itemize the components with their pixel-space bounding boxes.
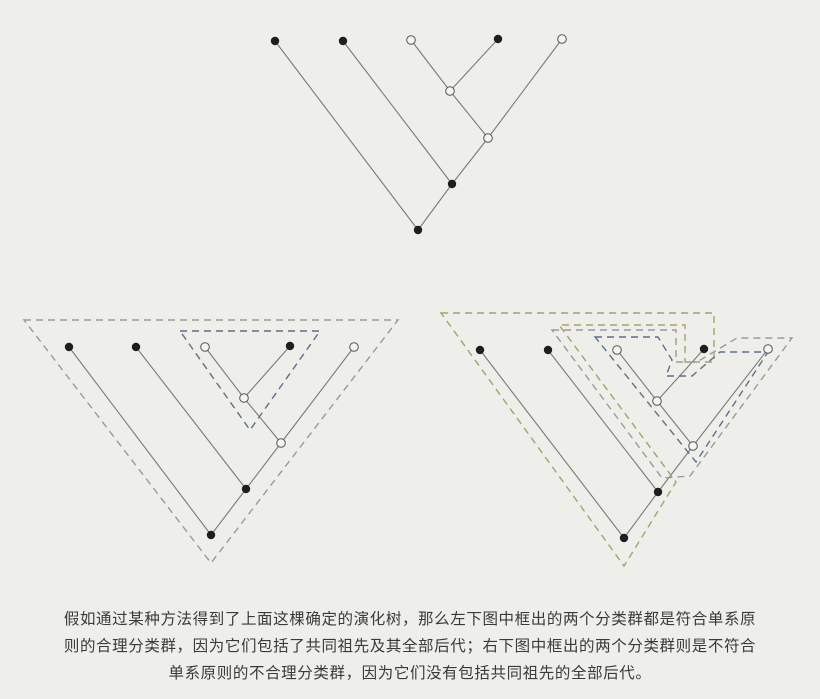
filled-node: [699, 344, 709, 354]
polyphyletic-box-inner: [593, 336, 770, 464]
branch: [245, 442, 282, 490]
filled-node: [270, 36, 280, 46]
branch: [616, 349, 658, 402]
left-tree-nodes: [64, 341, 359, 540]
hollow-node: [763, 344, 773, 354]
paraphyletic-box: [439, 312, 715, 568]
caption-line: 单系原则的不合理分类群，因为它们没有包括共同祖先的全部后代。: [168, 664, 652, 682]
caption-line: 则的合理分类群，因为它们包括了共同祖先及其全部后代；右下图中框出的两个分类群则是…: [63, 637, 757, 655]
phylogeny-figure: [22, 34, 794, 568]
branch: [243, 345, 291, 399]
filled-node: [475, 345, 485, 355]
outer-clade-box: [22, 319, 400, 565]
hollow-node: [483, 133, 493, 143]
branch: [210, 488, 247, 536]
branch: [479, 349, 625, 539]
branch: [449, 90, 489, 139]
hollow-node: [406, 35, 416, 45]
branch: [547, 349, 659, 493]
hollow-node: [652, 396, 662, 406]
hollow-node: [445, 86, 455, 96]
filled-node: [413, 225, 423, 235]
hollow-node: [239, 393, 249, 403]
branch: [692, 348, 769, 447]
branch: [623, 491, 659, 539]
hollow-node: [349, 342, 359, 352]
filled-node: [619, 533, 629, 543]
filled-node: [653, 487, 663, 497]
caption-line: 假如通过某种方法得到了上面这棵确定的演化树，那么左下图中框出的两个分类群都是符合…: [63, 610, 757, 628]
branch: [342, 40, 453, 185]
filled-node: [64, 342, 74, 352]
filled-node: [338, 36, 348, 46]
branch: [274, 40, 419, 231]
branch: [417, 183, 453, 231]
branch: [410, 39, 451, 92]
right-tree-nodes: [475, 344, 773, 543]
right-tree: [479, 348, 769, 539]
branch: [280, 346, 355, 444]
filled-node: [285, 341, 295, 351]
branch: [449, 38, 499, 92]
top-tree-nodes: [270, 34, 567, 235]
hollow-node: [688, 441, 698, 451]
branch: [656, 400, 694, 447]
branch: [656, 348, 705, 402]
branch: [243, 397, 282, 444]
filled-node: [241, 484, 251, 494]
top-tree: [274, 38, 563, 231]
hollow-node: [557, 34, 567, 44]
hollow-node: [200, 342, 210, 352]
polyphyletic-box-outer: [550, 329, 794, 479]
branch: [135, 346, 247, 490]
branch: [451, 137, 489, 185]
filled-node: [493, 34, 503, 44]
filled-node: [131, 342, 141, 352]
hollow-node: [612, 345, 622, 355]
branch: [657, 445, 694, 493]
filled-node: [447, 179, 457, 189]
left-tree: [68, 345, 355, 536]
caption: 假如通过某种方法得到了上面这棵确定的演化树，那么左下图中框出的两个分类群都是符合…: [8, 606, 812, 687]
filled-node: [543, 345, 553, 355]
filled-node: [206, 530, 216, 540]
branch: [204, 346, 245, 399]
hollow-node: [276, 438, 286, 448]
branch: [487, 38, 563, 139]
left-tree-boxes: [22, 319, 400, 565]
right-tree-boxes: [439, 312, 794, 568]
branch: [68, 346, 212, 536]
